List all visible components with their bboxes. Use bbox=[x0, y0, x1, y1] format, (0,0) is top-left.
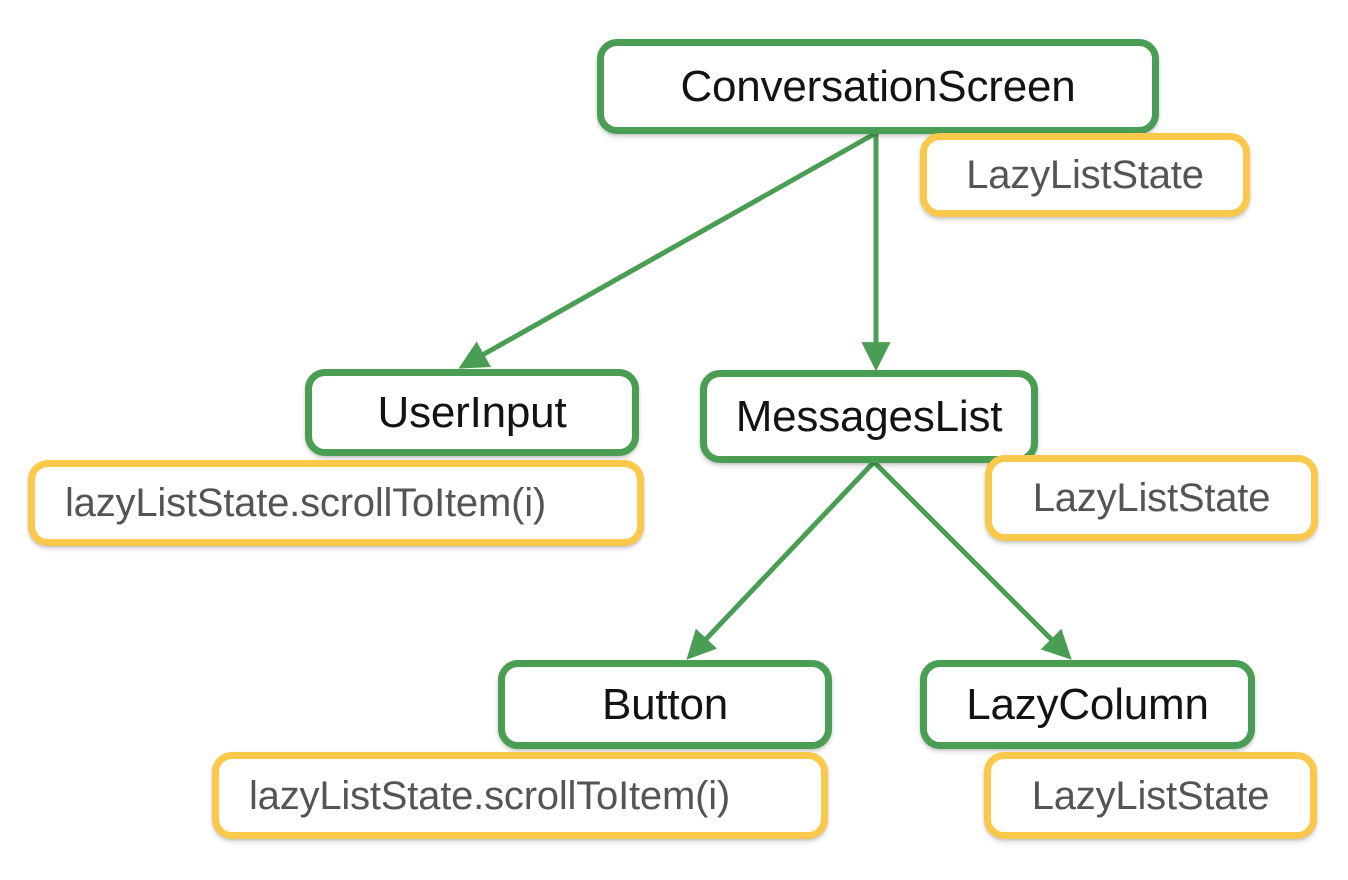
node-label-user-input: UserInput bbox=[377, 387, 567, 437]
node-lazy-column[interactable]: LazyColumn bbox=[920, 660, 1255, 749]
node-user-input[interactable]: UserInput bbox=[305, 369, 639, 456]
node-state-conversation-screen[interactable]: LazyListState bbox=[920, 133, 1250, 217]
edge-messageslist-to-button bbox=[686, 460, 876, 660]
node-label-state-conversation-screen: LazyListState bbox=[966, 153, 1204, 197]
node-state-button[interactable]: lazyListState.scrollToItem(i) bbox=[212, 752, 828, 839]
node-label-state-lazy-column: LazyListState bbox=[1031, 773, 1270, 818]
node-state-messages-list[interactable]: LazyListState bbox=[985, 455, 1318, 541]
edge-conversationscreen-to-userinput bbox=[458, 130, 878, 369]
node-conversation-screen[interactable]: ConversationScreen bbox=[597, 39, 1159, 134]
node-state-user-input[interactable]: lazyListState.scrollToItem(i) bbox=[28, 460, 644, 546]
node-messages-list[interactable]: MessagesList bbox=[700, 370, 1038, 463]
node-label-conversation-screen: ConversationScreen bbox=[680, 61, 1076, 111]
node-label-lazy-column: LazyColumn bbox=[966, 679, 1209, 729]
node-label-button: Button bbox=[601, 679, 728, 729]
node-label-state-messages-list: LazyListState bbox=[1032, 476, 1271, 520]
node-state-lazy-column[interactable]: LazyListState bbox=[984, 752, 1317, 839]
node-label-messages-list: MessagesList bbox=[735, 391, 1003, 441]
node-label-state-button: lazyListState.scrollToItem(i) bbox=[249, 773, 730, 818]
node-label-state-user-input: lazyListState.scrollToItem(i) bbox=[65, 481, 546, 525]
node-button[interactable]: Button bbox=[498, 660, 832, 749]
